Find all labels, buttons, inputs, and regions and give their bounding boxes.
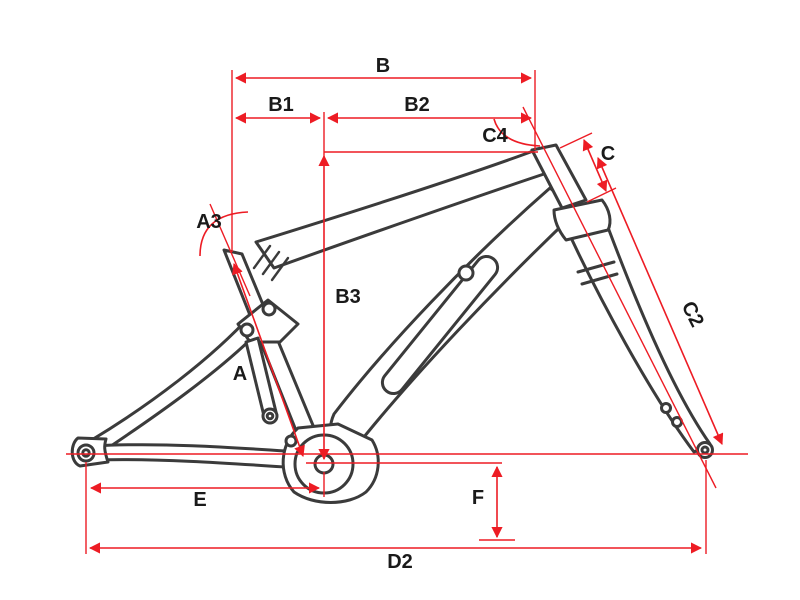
label-A: A	[233, 363, 247, 385]
rocker-pivot-front	[239, 322, 255, 338]
label-F: F	[472, 487, 484, 509]
steering-axis-line	[522, 106, 717, 489]
head-tube	[530, 143, 588, 210]
brake-mount-tab-2	[671, 416, 683, 428]
cable-port	[457, 264, 475, 282]
label-C4: C4	[482, 125, 508, 147]
construction-lines	[66, 70, 748, 554]
dimension-labels: B B1 B2 C4 C A3 B3 A C2 E F D2	[193, 55, 708, 573]
brake-mount-tab	[660, 402, 672, 414]
front-axle-center	[700, 445, 710, 455]
chainstay	[93, 443, 302, 470]
battery-cover	[380, 254, 500, 396]
label-C: C	[601, 143, 615, 165]
dim-line-A	[232, 262, 305, 458]
label-B3: B3	[335, 286, 361, 308]
shock-mount-center	[265, 411, 275, 421]
rocker-pivot-top	[261, 301, 277, 317]
main-pivot	[284, 434, 298, 448]
label-B: B	[376, 55, 390, 77]
label-A3: A3	[196, 211, 222, 233]
rear-axle-center	[81, 448, 91, 458]
label-D2: D2	[387, 551, 413, 573]
label-C2: C2	[677, 298, 708, 331]
c-ext-tick-top	[559, 132, 593, 149]
angle-arc-C4	[493, 118, 541, 147]
label-B2: B2	[404, 94, 430, 116]
dimension-lines	[88, 72, 724, 554]
label-E: E	[193, 489, 206, 511]
label-B1: B1	[268, 94, 294, 116]
angle-arc-A3	[199, 211, 249, 257]
dim-line-C2	[596, 156, 724, 446]
